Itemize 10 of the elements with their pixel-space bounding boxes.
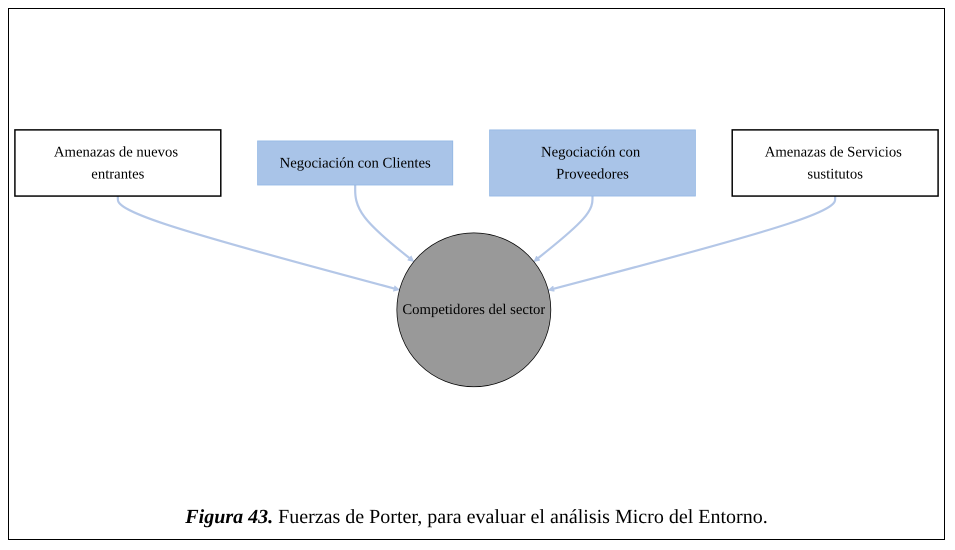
figure-caption: Figura 43. Fuerzas de Porter, para evaluar el análisis Micro del Entorno. (184, 505, 769, 530)
node-circle: Competidores del sector (396, 232, 552, 388)
arrow (354, 185, 414, 262)
arrow (548, 196, 836, 292)
node-box: Amenazas de Servicios sustitutos (731, 129, 939, 197)
node-box: Amenazas de nuevos entrantes (14, 129, 222, 197)
arrow (116, 196, 400, 292)
arrow (534, 196, 594, 262)
node-box: Negociación con Proveedores (489, 130, 696, 197)
node-box: Negociación con Clientes (257, 140, 454, 186)
